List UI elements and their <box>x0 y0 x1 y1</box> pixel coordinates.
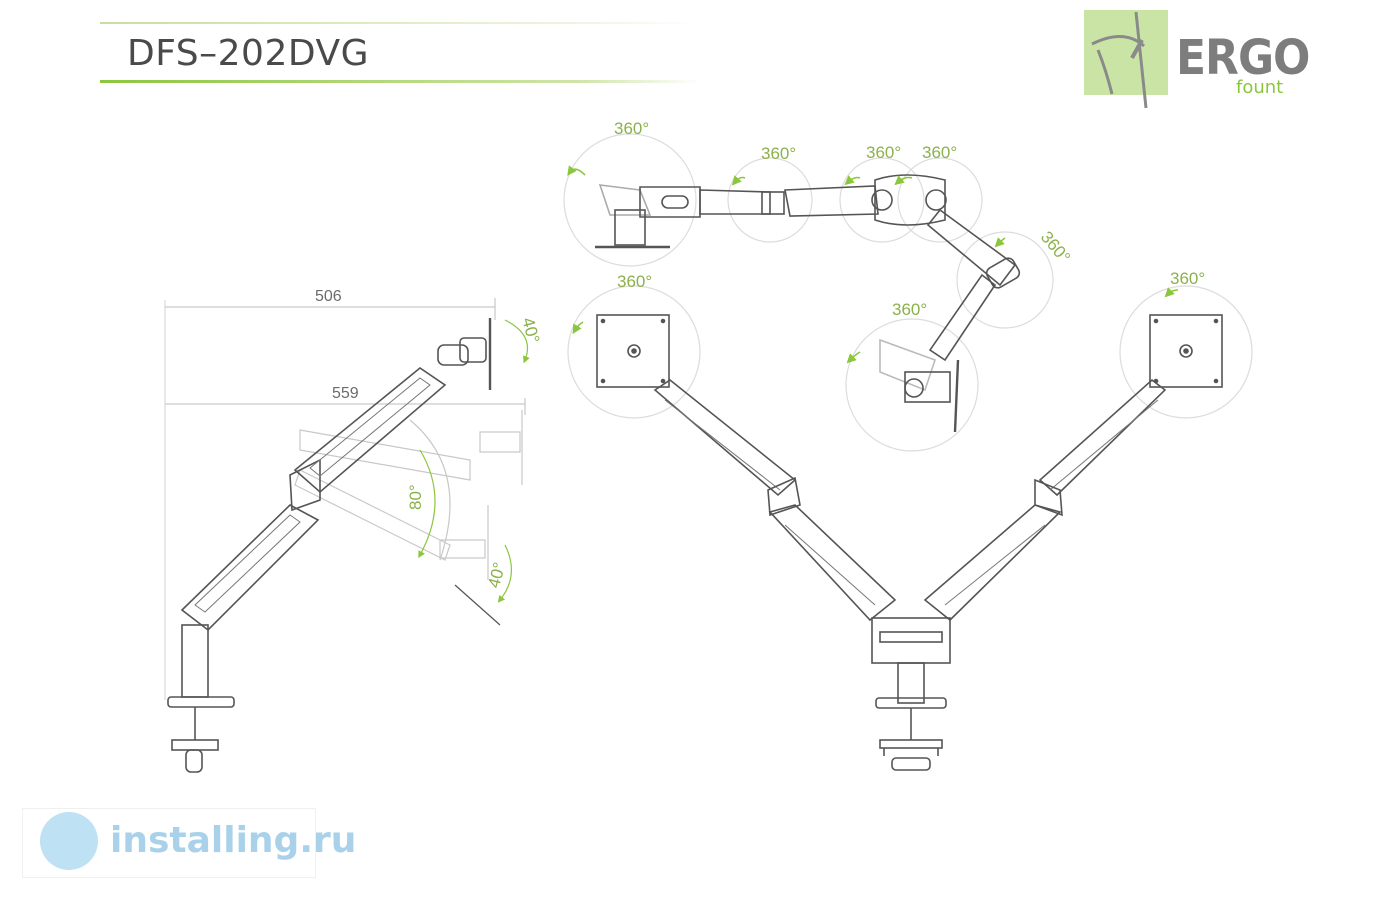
rotation-label-6: 360° <box>892 300 927 319</box>
logo-word: ERGO <box>1176 30 1310 87</box>
rotation-label-3: 360° <box>866 143 901 162</box>
tilt-top-label: 40° <box>518 315 543 345</box>
lift-label: 80° <box>406 484 425 510</box>
rotation-label-5: 360° <box>1037 228 1074 267</box>
header-rule-top <box>100 22 700 24</box>
logo-subword: fount <box>1236 77 1284 98</box>
rotation-label-2: 360° <box>761 144 796 163</box>
header-rule-bottom <box>100 80 700 83</box>
front-view <box>567 285 1253 771</box>
rotation-label-4: 360° <box>922 143 957 162</box>
rotation-label-front-right: 360° <box>1170 269 1205 288</box>
model-title: DFS–202DVG <box>127 33 369 74</box>
ergofount-logo-icon <box>1084 10 1168 109</box>
watermark-text: installing.ru <box>110 820 357 861</box>
gear-cloud-icon <box>40 812 98 870</box>
dim-reach-b: 559 <box>332 385 359 402</box>
rotation-label-front-left: 360° <box>617 272 652 291</box>
top-view <box>563 133 1054 452</box>
dim-reach-a: 506 <box>315 288 342 305</box>
rotation-label-1: 360° <box>614 119 649 138</box>
side-view <box>164 298 530 773</box>
